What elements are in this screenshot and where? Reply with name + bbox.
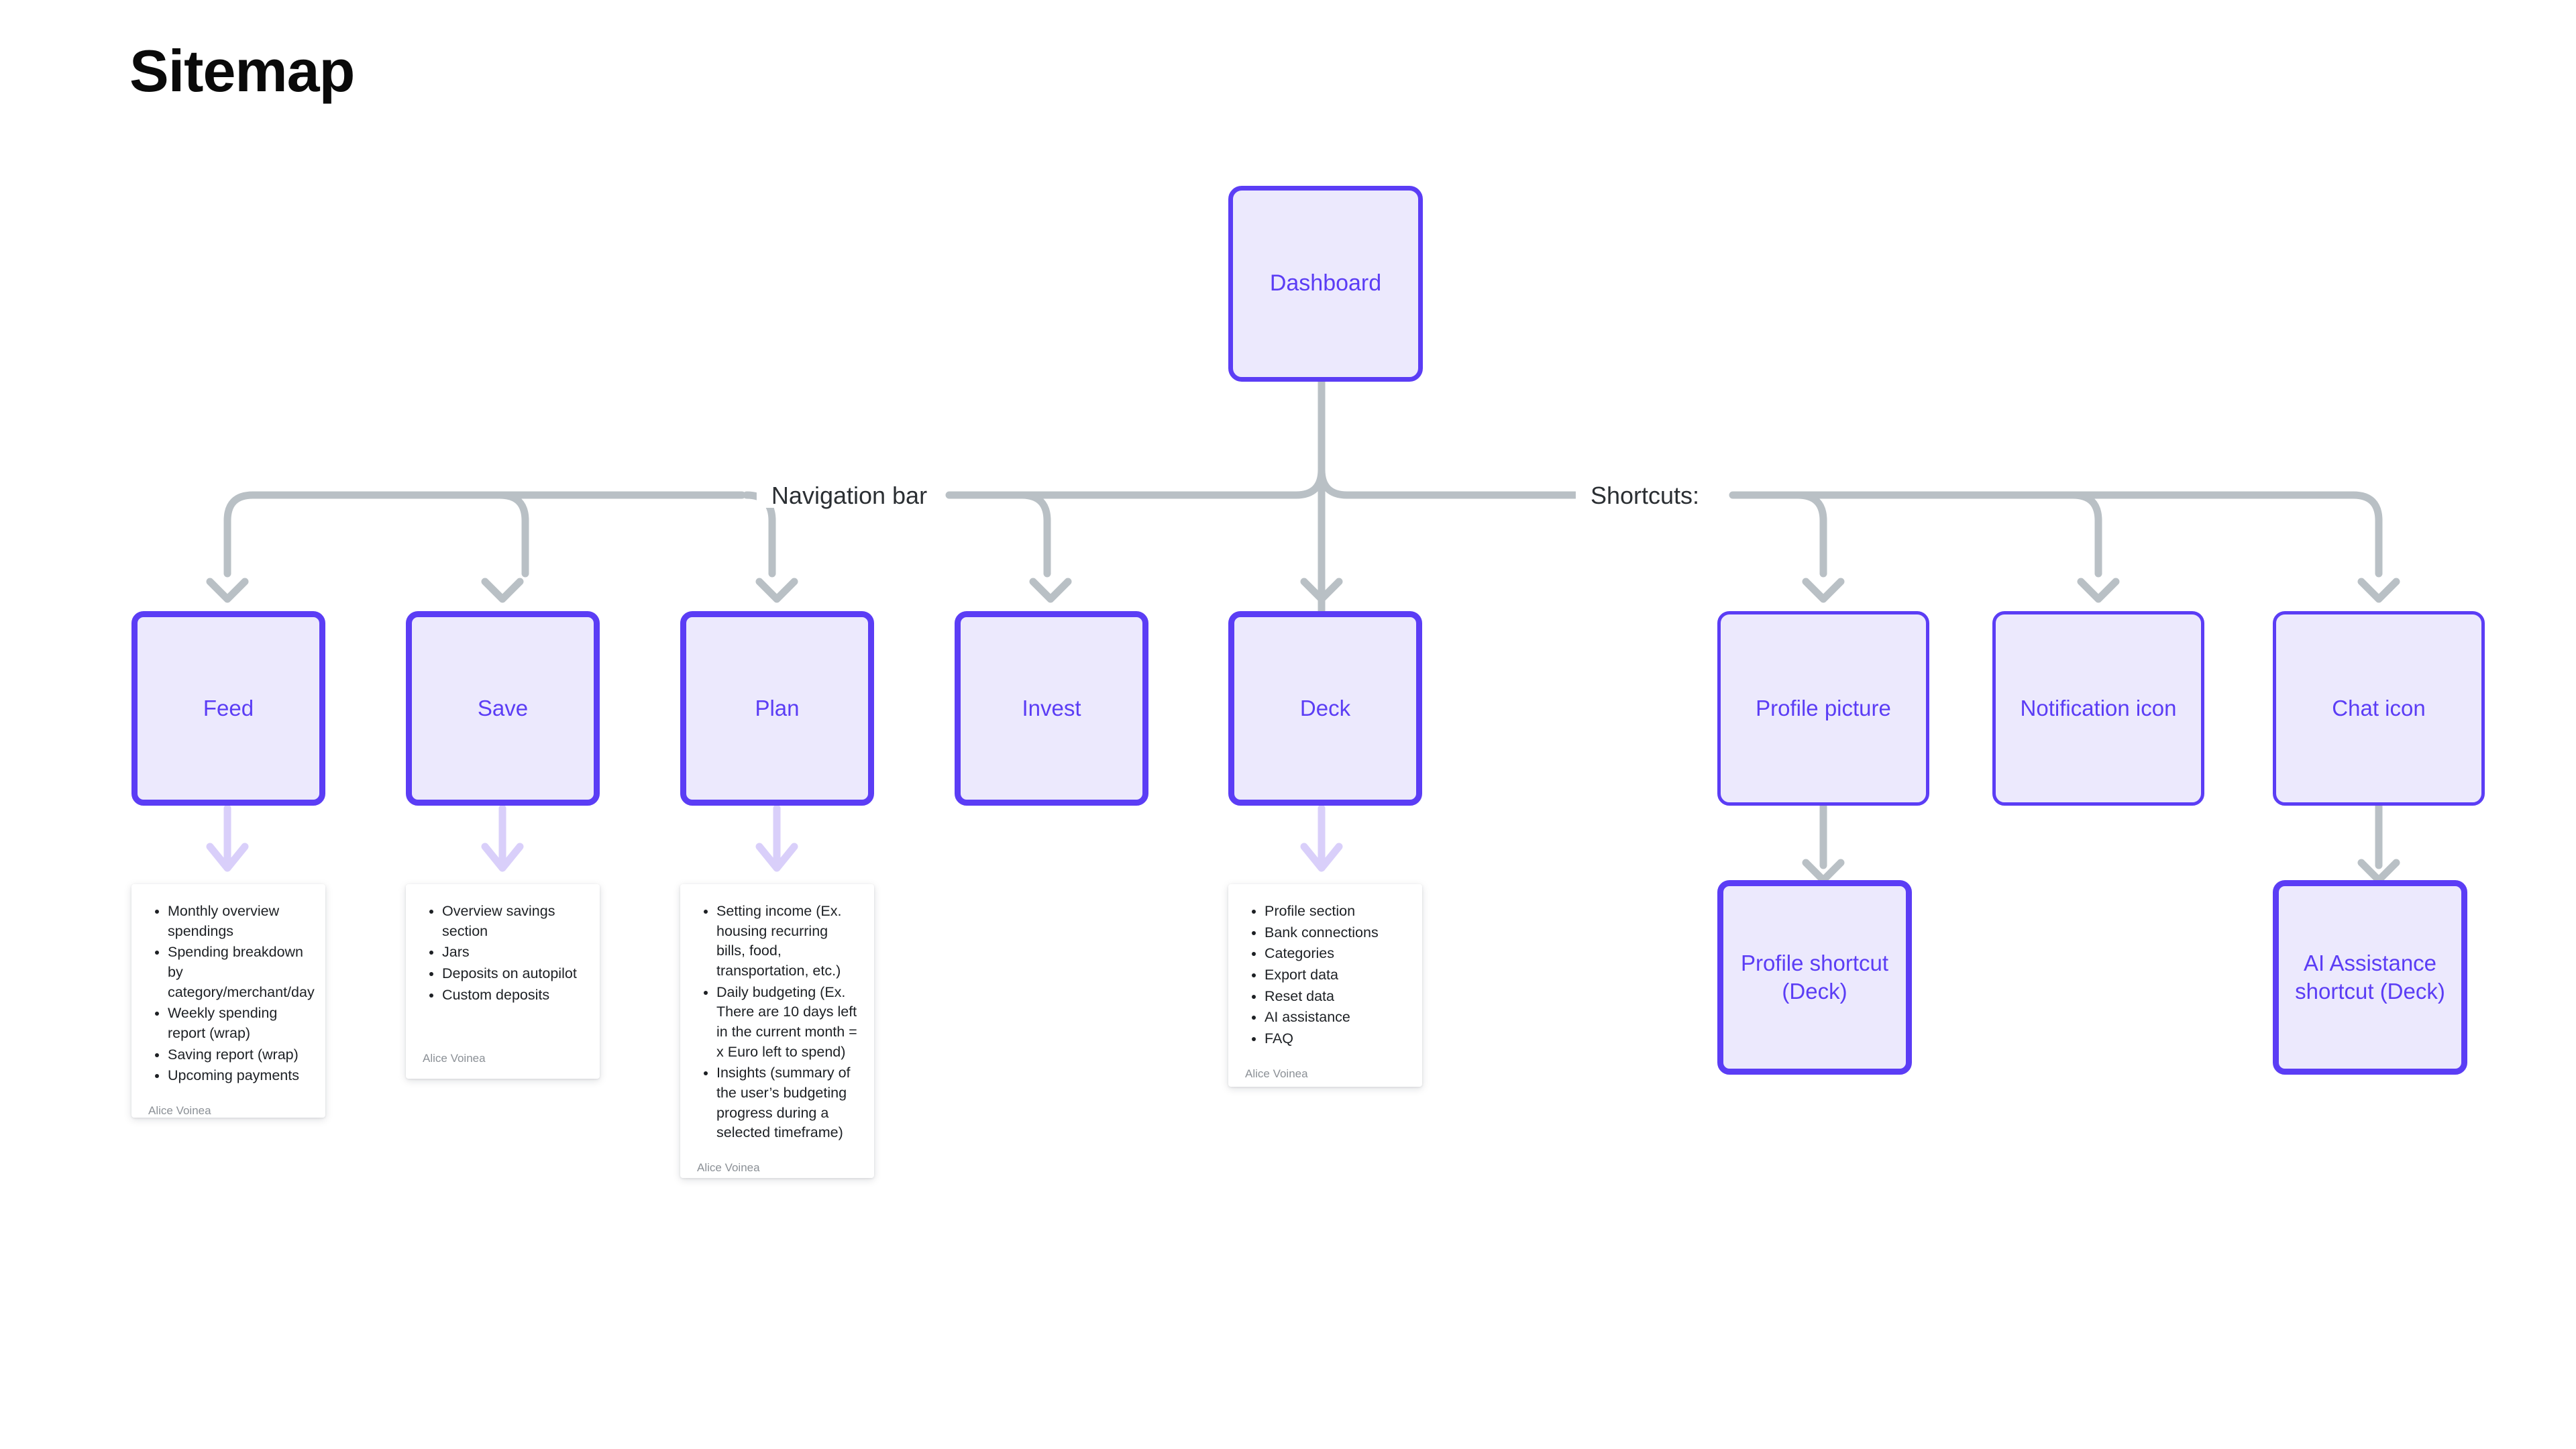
node-label: Chat icon xyxy=(2332,695,2426,720)
note-author: Alice Voinea xyxy=(423,1052,486,1065)
node-feed[interactable]: Feed xyxy=(131,611,325,806)
note-list-item: Jars xyxy=(442,943,586,963)
note-list-item: Overview savings section xyxy=(442,902,586,941)
note-list-item: AI assistance xyxy=(1265,1008,1409,1028)
node-chat-icon[interactable]: Chat icon xyxy=(2273,611,2485,806)
bus-label-navigation: Navigation bar xyxy=(756,484,943,508)
note-list-item: FAQ xyxy=(1265,1029,1409,1049)
node-notification-icon[interactable]: Notification icon xyxy=(1992,611,2204,806)
node-label: Profile picture xyxy=(1756,695,1891,720)
page-title: Sitemap xyxy=(129,38,355,104)
note-author: Alice Voinea xyxy=(148,1104,211,1117)
note-list-item: Spending breakdown by category/merchant/… xyxy=(168,943,315,1002)
bus-label-shortcuts: Shortcuts: xyxy=(1575,484,1715,508)
node-label: Feed xyxy=(203,695,254,720)
note-author: Alice Voinea xyxy=(697,1161,760,1174)
note-list: Profile sectionBank connectionsCategorie… xyxy=(1242,902,1409,1051)
node-invest[interactable]: Invest xyxy=(955,611,1148,806)
note-list: Setting income (Ex. housing recurring bi… xyxy=(694,902,861,1144)
note-list-item: Bank connections xyxy=(1265,923,1409,943)
note-list-item: Deposits on autopilot xyxy=(442,964,586,984)
node-label: Notification icon xyxy=(2020,695,2177,720)
node-deck[interactable]: Deck xyxy=(1228,611,1422,806)
node-label: Invest xyxy=(1022,695,1081,720)
note-list-item: Insights (summary of the user’s budgetin… xyxy=(716,1063,861,1143)
node-ai-assistance-shortcut-deck[interactable]: AI Assistance shortcut (Deck) xyxy=(2273,880,2467,1075)
note-list-item: Setting income (Ex. housing recurring bi… xyxy=(716,902,861,981)
node-dashboard[interactable]: Dashboard xyxy=(1228,186,1423,382)
note-list-item: Daily budgeting (Ex. There are 10 days l… xyxy=(716,983,861,1063)
node-label: Save xyxy=(477,695,529,720)
node-profile-shortcut-deck[interactable]: Profile shortcut (Deck) xyxy=(1717,880,1912,1075)
note-card-plan: Setting income (Ex. housing recurring bi… xyxy=(680,884,874,1178)
node-profile-picture[interactable]: Profile picture xyxy=(1717,611,1929,806)
note-author: Alice Voinea xyxy=(1245,1067,1308,1080)
note-card-deck: Profile sectionBank connectionsCategorie… xyxy=(1228,884,1422,1087)
note-list-item: Export data xyxy=(1265,965,1409,985)
node-label: Dashboard xyxy=(1269,270,1382,297)
note-list-item: Profile section xyxy=(1265,902,1409,922)
note-list-item: Monthly overview spendings xyxy=(168,902,312,941)
note-list-item: Weekly spending report (wrap) xyxy=(168,1004,312,1043)
node-label: AI Assistance shortcut (Deck) xyxy=(2295,950,2445,1004)
node-plan[interactable]: Plan xyxy=(680,611,874,806)
note-card-feed: Monthly overview spendingsSpending break… xyxy=(131,884,325,1118)
note-list-item: Custom deposits xyxy=(442,985,586,1006)
node-label: Profile shortcut (Deck) xyxy=(1740,950,1889,1004)
note-list-item: Categories xyxy=(1265,944,1409,964)
note-list-item: Saving report (wrap) xyxy=(168,1045,312,1065)
note-list-item: Upcoming payments xyxy=(168,1066,312,1086)
note-list-item: Reset data xyxy=(1265,987,1409,1007)
note-list: Overview savings sectionJarsDeposits on … xyxy=(419,902,586,1006)
node-label: Deck xyxy=(1299,695,1351,720)
note-card-save: Overview savings sectionJarsDeposits on … xyxy=(406,884,600,1079)
node-label: Plan xyxy=(755,695,800,720)
node-save[interactable]: Save xyxy=(406,611,600,806)
note-list: Monthly overview spendingsSpending break… xyxy=(145,902,315,1087)
